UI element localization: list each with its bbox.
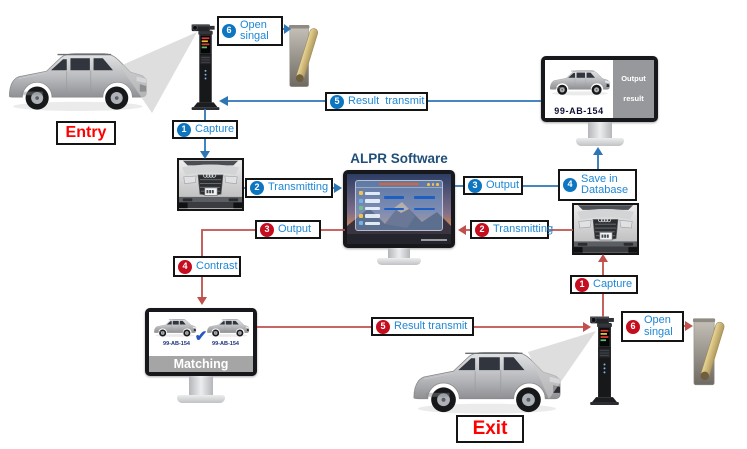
monitor-bezel: ✔ 99-AB-154 99-AB-154 Matching (145, 308, 257, 376)
recognized-car-pane: 99-AB-154 (545, 60, 613, 118)
exit-step-contrast: 4 Contrast (173, 256, 241, 277)
step-badge: 5 (330, 94, 344, 109)
step-badge: 5 (376, 319, 390, 334)
alpr-taskbar (421, 239, 447, 241)
exit-car-photo (406, 343, 564, 418)
matching-plate-right: 99-AB-154 (212, 341, 239, 347)
step-badge: 1 (177, 122, 191, 137)
step-badge: 1 (575, 277, 589, 292)
recognized-plate-text: 99-AB-154 (554, 105, 604, 116)
alpr-app-titlebar (356, 181, 442, 189)
entry-step-output: 3 Output (463, 176, 523, 195)
exit-step-capture: 1 Capture (570, 275, 638, 294)
step-badge: 3 (468, 178, 482, 193)
entry-car-photo (2, 45, 150, 115)
exit-zone-label: Exit (456, 415, 524, 443)
recognized-car-image (545, 60, 613, 104)
matching-monitor: ✔ 99-AB-154 99-AB-154 Matching (145, 308, 257, 403)
alpr-software-monitor (343, 170, 455, 265)
exit-capture-arrowhead (598, 254, 608, 262)
matching-plates: 99-AB-154 99-AB-154 (152, 341, 250, 347)
entry-barrier-gate (288, 21, 338, 95)
step-badge: 2 (475, 222, 489, 237)
matching-plate-left: 99-AB-154 (163, 341, 190, 347)
alpr-app-content (383, 196, 435, 211)
entry-step-transmitting: 2 Transmitting (245, 178, 333, 198)
entry-step-save-database: 4 Save in Database (558, 169, 637, 201)
step-badge: 3 (260, 222, 274, 237)
monitor-stand-base (575, 138, 624, 146)
entry-step-open-signal: 6 Open singal (217, 16, 283, 46)
step-badge: 6 (222, 24, 236, 38)
entry-zone-label: Entry (56, 121, 116, 145)
exit-step-output: 3 Output (255, 220, 321, 239)
output-panel-line2: result (623, 94, 644, 103)
exit-step-result-transmit: 5 Result transmit (371, 317, 474, 336)
alpr-software-screen (347, 174, 451, 244)
monitor-stand-neck (587, 122, 612, 138)
alpr-app-sidebar (359, 191, 380, 226)
window-controls-icon (427, 183, 439, 186)
exit-step-open-signal: 6 Open singal (621, 311, 684, 342)
monitor-stand-base (377, 258, 421, 265)
match-check-icon: ✔ (194, 328, 208, 345)
exit-camera-pole (589, 315, 621, 406)
matching-caption: Matching (149, 356, 253, 372)
monitor-stand-neck (189, 376, 213, 395)
entry-step-capture: 1 Capture (172, 120, 238, 139)
entry-step-result-transmit: 5 Result transmit (325, 92, 428, 111)
output-result-screen: 99-AB-154 Output result (545, 60, 654, 118)
output-result-monitor: 99-AB-154 Output result (541, 56, 658, 146)
output-result-panel: Output result (613, 60, 654, 118)
monitor-stand-base (177, 395, 225, 403)
step-badge: 4 (178, 259, 192, 274)
alpr-app-window (355, 180, 443, 231)
step-badge: 2 (250, 181, 264, 195)
entry-transmit-arrowhead (334, 183, 342, 193)
monitor-stand-neck (388, 248, 410, 258)
step-badge: 4 (563, 178, 577, 192)
entry-save-arrowhead (593, 147, 603, 155)
exit-step-transmitting: 2 Transmitting (470, 220, 553, 239)
monitor-bezel (343, 170, 455, 248)
exit-contrast-arrowhead (197, 297, 207, 305)
alpr-software-title: ALPR Software (350, 151, 448, 166)
exit-transmit-arrowhead (458, 225, 466, 235)
step-badge: 6 (626, 319, 640, 334)
output-panel-line1: Output (621, 74, 646, 83)
monitor-bezel: 99-AB-154 Output result (541, 56, 658, 122)
entry-captured-plate-image (177, 158, 244, 211)
matching-screen: ✔ 99-AB-154 99-AB-154 Matching (149, 312, 253, 372)
exit-captured-plate-image (572, 203, 639, 255)
exit-barrier-gate (692, 316, 746, 392)
